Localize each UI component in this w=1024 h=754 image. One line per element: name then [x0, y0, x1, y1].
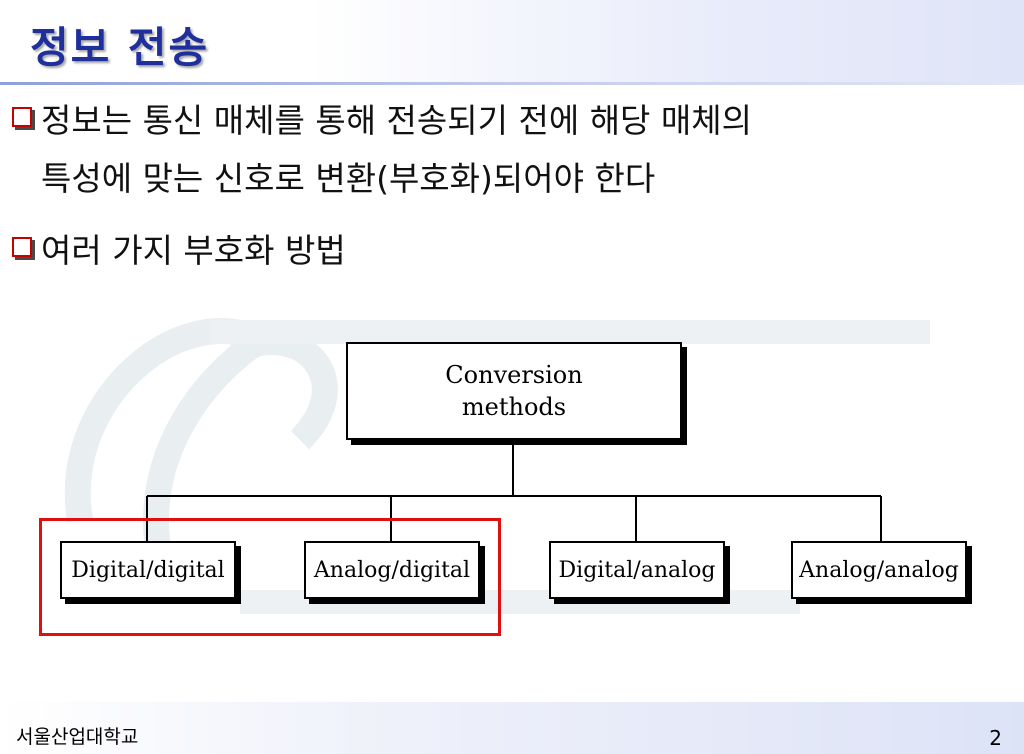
analog-digital-box: Analog/digital	[304, 541, 480, 599]
title-bar	[0, 0, 1024, 82]
bullet-item: 정보는 통신 매체를 통해 전송되기 전에 해당 매체의 특성에 맞는 신호로 …	[12, 92, 1012, 222]
square-bullet-icon	[12, 107, 32, 127]
square-bullet-icon	[12, 237, 32, 257]
digital-analog-box: Digital/analog	[549, 541, 725, 599]
root-label-line: methods	[461, 393, 567, 421]
slide-title: 정보 전송	[30, 23, 210, 72]
bullet-item: 여러 가지 부호화 방법	[12, 222, 1012, 280]
title-underline	[0, 82, 1024, 85]
conversion-methods-box: Conversion methods	[346, 342, 682, 440]
root-label-line: Conversion	[445, 361, 583, 389]
digital-digital-box: Digital/digital	[60, 541, 236, 599]
bullet-line: 특성에 맞는 신호로 변환(부호화)되어야 한다	[41, 159, 656, 198]
analog-analog-box: Analog/analog	[791, 541, 967, 599]
bullet-line: 정보는 통신 매체를 통해 전송되기 전에 해당 매체의	[41, 101, 752, 140]
footer-bar	[0, 702, 1024, 754]
bullet-text: 여러 가지 부호화 방법	[41, 231, 346, 270]
bullet-list: 정보는 통신 매체를 통해 전송되기 전에 해당 매체의 특성에 맞는 신호로 …	[12, 92, 1012, 280]
highlight-frame	[39, 518, 501, 636]
page-number: 2	[989, 726, 1002, 750]
footer-institution: 서울산업대학교	[16, 726, 139, 748]
bullet-text: 정보는 통신 매체를 통해 전송되기 전에 해당 매체의 특성에 맞는 신호로 …	[41, 92, 752, 208]
